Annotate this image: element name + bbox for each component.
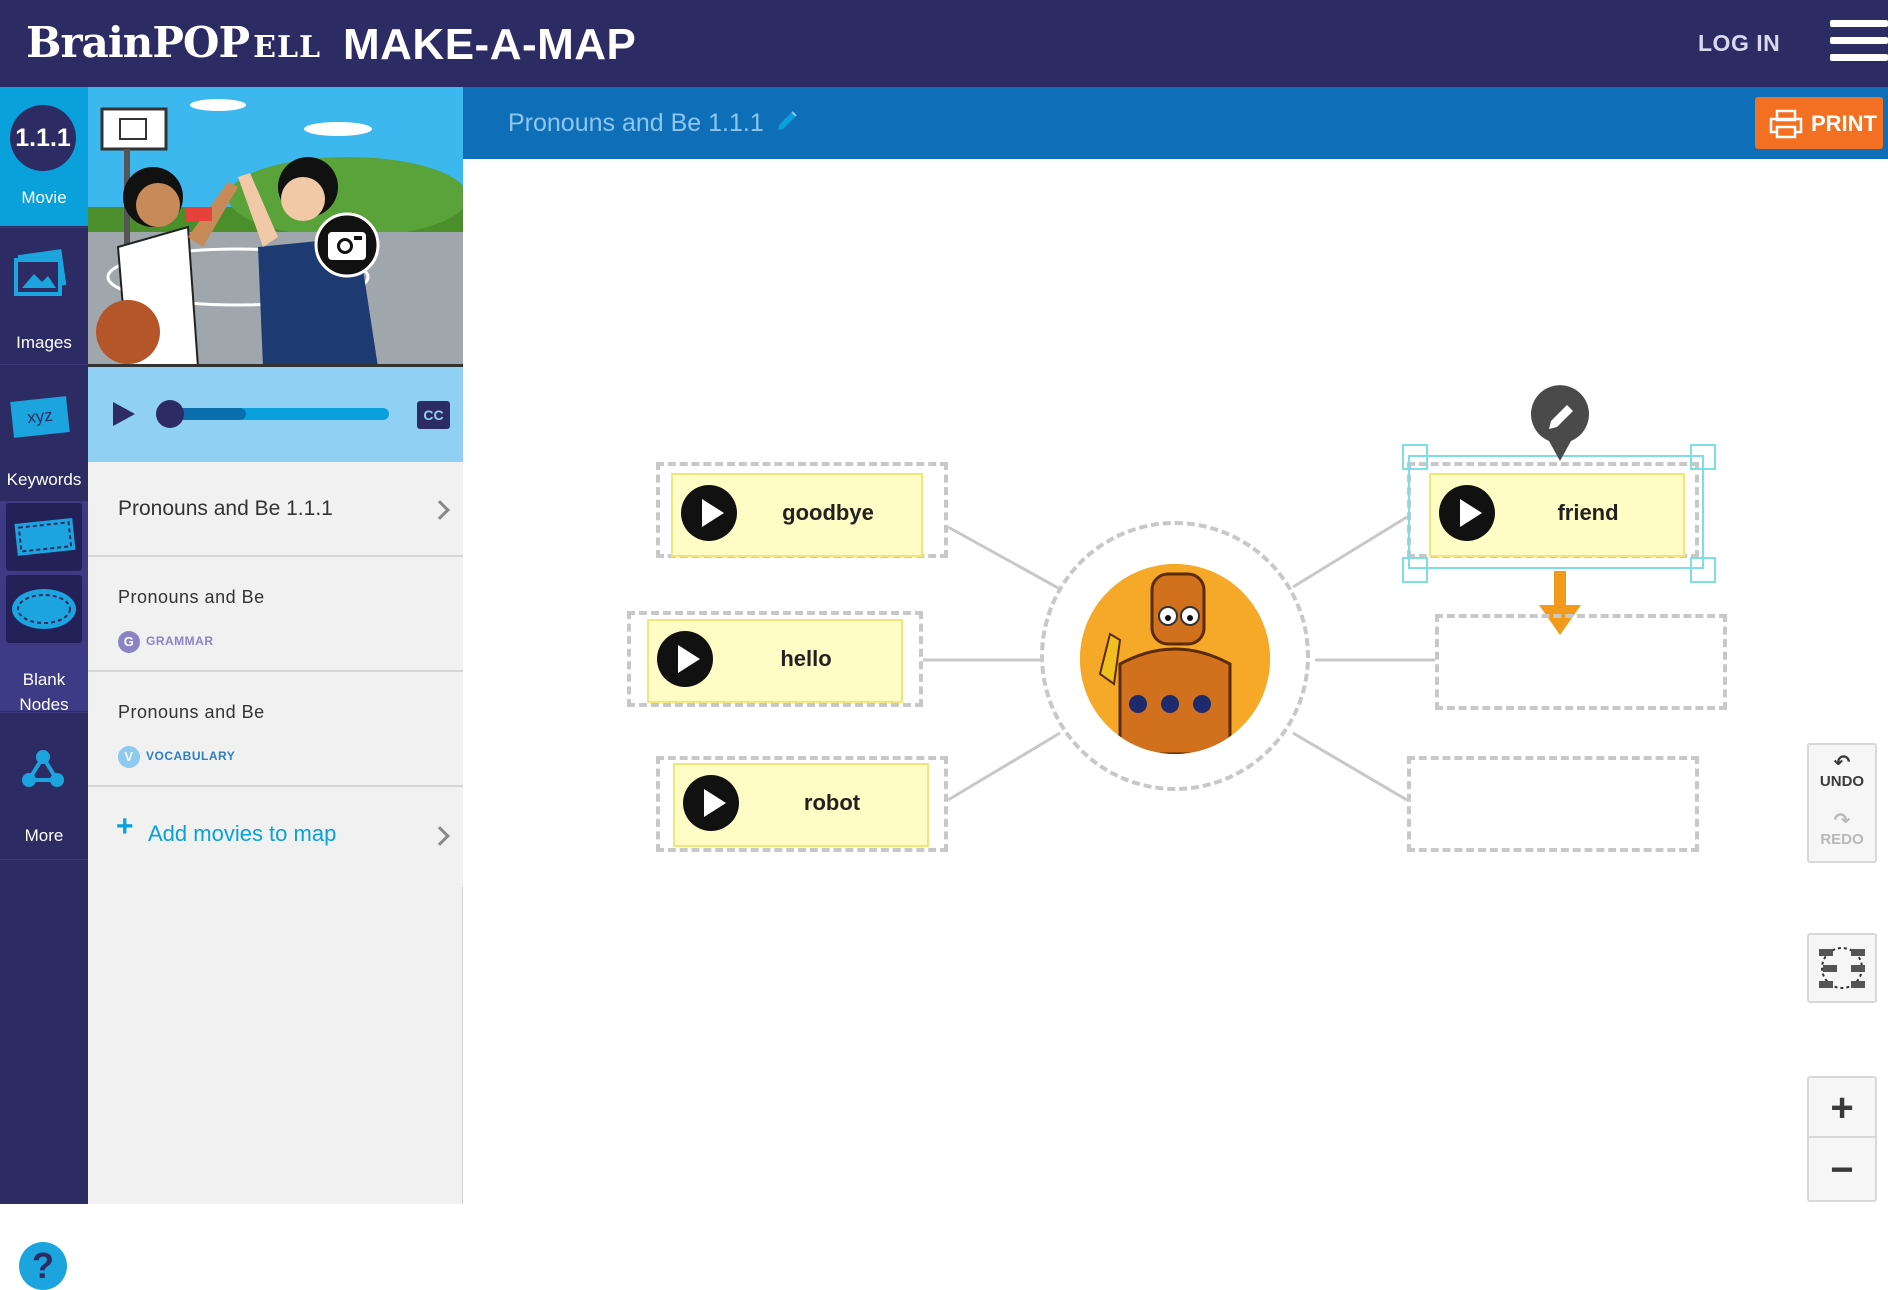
sidebar-item-label: Keywords bbox=[6, 470, 82, 489]
keywords-icon-text: xyz bbox=[26, 405, 54, 428]
sidebar-item-label: Images bbox=[16, 333, 72, 352]
empty-node[interactable] bbox=[1435, 614, 1727, 710]
edit-pencil-icon[interactable] bbox=[1529, 385, 1591, 463]
map-title[interactable]: Pronouns and Be 1.1.1 bbox=[508, 109, 764, 137]
movie-panel: CC Pronouns and Be 1.1.1 Pronouns and Be… bbox=[88, 87, 463, 1204]
word-node[interactable]: robot bbox=[673, 763, 929, 847]
play-audio-icon[interactable] bbox=[683, 775, 739, 831]
node-frame bbox=[627, 611, 923, 707]
sidebar-item-label: More bbox=[24, 826, 64, 845]
movie-list-item[interactable]: Pronouns and Be G GRAMMAR bbox=[88, 557, 463, 672]
play-audio-icon[interactable] bbox=[681, 485, 737, 541]
progress-handle[interactable] bbox=[156, 400, 184, 428]
moby-robot-illustration bbox=[1080, 564, 1270, 754]
sidebar-item-keywords[interactable]: xyz Keywords bbox=[0, 364, 88, 500]
node-word: hello bbox=[780, 646, 832, 671]
share-nodes-icon bbox=[22, 750, 64, 787]
auto-layout-button[interactable] bbox=[1807, 933, 1877, 1003]
zoom-in-button[interactable]: + bbox=[1809, 1078, 1875, 1138]
map-canvas[interactable]: goodbye hello robot friend bbox=[463, 159, 1888, 1204]
layout-icon bbox=[1819, 947, 1865, 989]
add-movies-button[interactable]: + Add movies to map bbox=[88, 787, 463, 887]
undo-arrow-icon: ↶ bbox=[1833, 752, 1851, 774]
tool-sidebar: 1.1.1 Movie Images xyz Keywords Blank No… bbox=[0, 87, 88, 1290]
images-icon bbox=[14, 249, 67, 296]
current-movie-item[interactable]: Pronouns and Be 1.1.1 bbox=[88, 462, 463, 557]
node-frame bbox=[656, 756, 948, 852]
add-movies-label: Add movies to map bbox=[148, 821, 337, 846]
print-button[interactable]: PRINT bbox=[1755, 97, 1883, 149]
sidebar-item-movie[interactable]: 1.1.1 Movie bbox=[0, 87, 88, 226]
plus-icon: + bbox=[116, 810, 134, 843]
node-word: friend bbox=[1557, 500, 1619, 525]
logo-sub: ELL bbox=[253, 30, 322, 65]
word-node[interactable]: hello bbox=[647, 619, 903, 703]
map-header: Pronouns and Be 1.1.1 PRINT bbox=[463, 87, 1888, 159]
zoom-out-button[interactable]: − bbox=[1830, 1148, 1854, 1192]
closed-captions-button[interactable]: CC bbox=[417, 401, 450, 429]
zoom-controls: + − bbox=[1807, 1076, 1877, 1202]
vocabulary-badge-icon: V bbox=[118, 746, 140, 768]
movie-title: Pronouns and Be bbox=[118, 702, 265, 722]
redo-button[interactable]: ↷ REDO bbox=[1809, 811, 1875, 848]
word-node-selected[interactable]: friend bbox=[1429, 473, 1685, 557]
sidebar-item-label: Movie bbox=[21, 188, 67, 207]
redo-arrow-icon: ↷ bbox=[1833, 810, 1851, 832]
center-node-ring bbox=[1040, 521, 1310, 791]
app-title: MAKE-A-MAP bbox=[343, 20, 637, 69]
movie-category-label: GRAMMAR bbox=[146, 634, 214, 649]
undo-label: UNDO bbox=[1819, 773, 1865, 790]
movie-player-controls: CC bbox=[88, 367, 463, 462]
empty-node[interactable] bbox=[1407, 756, 1699, 852]
chevron-right-icon bbox=[430, 826, 450, 846]
play-audio-icon[interactable] bbox=[657, 631, 713, 687]
login-button[interactable]: LOG IN bbox=[1698, 30, 1781, 56]
hamburger-icon[interactable] bbox=[1830, 20, 1888, 66]
resize-handle-bottom-left[interactable] bbox=[1402, 557, 1428, 583]
sidebar-item-more[interactable]: More bbox=[0, 712, 88, 860]
current-movie-title: Pronouns and Be 1.1.1 bbox=[118, 497, 333, 520]
blank-oval-node-tile[interactable] bbox=[6, 575, 82, 643]
grammar-badge-icon: G bbox=[118, 631, 140, 653]
redo-label: REDO bbox=[1820, 831, 1864, 848]
play-icon[interactable] bbox=[108, 399, 138, 429]
camera-icon[interactable] bbox=[314, 212, 380, 278]
resize-handle-top-left[interactable] bbox=[1402, 444, 1428, 470]
node-word: goodbye bbox=[782, 500, 874, 525]
movie-number-badge: 1.1.1 bbox=[10, 105, 76, 171]
movie-thumbnail[interactable] bbox=[88, 87, 463, 367]
word-node[interactable]: goodbye bbox=[671, 473, 923, 557]
movie-thumbnail-illustration bbox=[88, 87, 463, 364]
selection-box bbox=[1408, 455, 1704, 569]
chevron-right-icon bbox=[430, 500, 450, 520]
print-label: PRINT bbox=[1811, 111, 1877, 136]
movie-title: Pronouns and Be bbox=[118, 587, 265, 607]
printer-icon bbox=[1769, 109, 1803, 139]
sidebar-item-label: Blank Nodes bbox=[19, 670, 69, 714]
movie-list-item[interactable]: Pronouns and Be V VOCABULARY bbox=[88, 672, 463, 787]
logo-text: BrainPOP bbox=[26, 18, 250, 67]
progress-slider[interactable] bbox=[156, 400, 389, 428]
movie-category-tag: V VOCABULARY bbox=[118, 746, 235, 768]
movie-category-label: VOCABULARY bbox=[146, 749, 236, 764]
movie-category-tag: G GRAMMAR bbox=[118, 631, 214, 653]
node-word: robot bbox=[803, 790, 861, 815]
undo-redo-group: ↶ UNDO ↷ REDO bbox=[1807, 743, 1877, 863]
keywords-icon: xyz bbox=[10, 396, 70, 438]
pencil-icon[interactable] bbox=[775, 109, 799, 133]
resize-handle-top-right[interactable] bbox=[1690, 444, 1716, 470]
blank-rectangle-node-tile[interactable] bbox=[6, 503, 82, 571]
resize-handle-bottom-right[interactable] bbox=[1690, 557, 1716, 583]
sidebar-item-images[interactable]: Images bbox=[0, 227, 88, 363]
add-child-arrow-icon[interactable] bbox=[1539, 569, 1581, 639]
map-connectors bbox=[923, 515, 1435, 802]
play-audio-icon[interactable] bbox=[1439, 485, 1495, 541]
sidebar-item-blank-nodes[interactable]: Blank Nodes bbox=[0, 501, 88, 714]
moby-robot-center-image[interactable] bbox=[1080, 564, 1270, 754]
help-icon[interactable]: ? bbox=[19, 1242, 67, 1290]
undo-button[interactable]: ↶ UNDO bbox=[1809, 753, 1875, 790]
